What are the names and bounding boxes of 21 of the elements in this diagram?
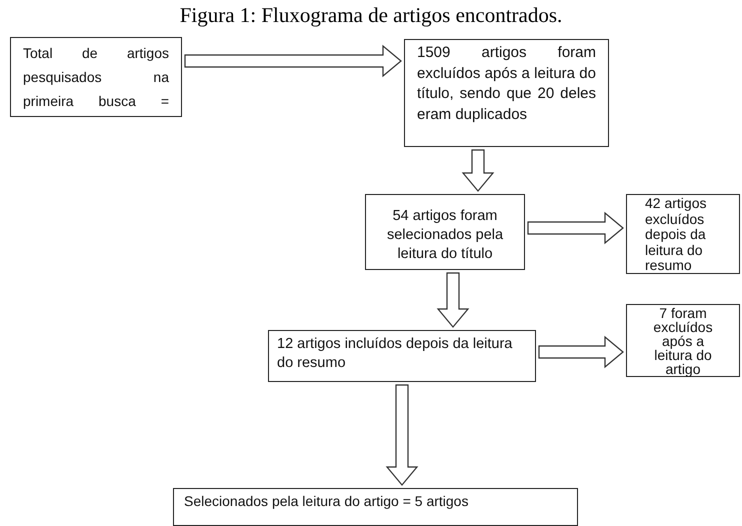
figure-title: Figura 1: Fluxograma de artigos encontrados. — [178, 2, 564, 28]
block-arrow — [386, 384, 418, 486]
process-box — [173, 488, 578, 526]
block-arrow — [184, 44, 402, 78]
block-arrow — [538, 336, 624, 368]
box-text: Total de artigos pesquisados na primeira busca = — [23, 44, 169, 111]
block-arrow — [462, 149, 494, 192]
process-box — [268, 330, 536, 382]
process-box — [626, 304, 740, 377]
process-box — [626, 194, 740, 274]
box-text: 12 artigos incluídos depois da leitura do resumo — [277, 335, 514, 373]
box-text: 54 artigos foram selecionados pela leitura do título — [386, 207, 504, 264]
box-text: 7 foram excluídos após a leitura do artigo — [652, 306, 714, 376]
box-text: 1509 artigos foram excluídos após a leitura do título, sendo que 20 deles eram duplicados — [417, 43, 596, 124]
process-box — [404, 39, 609, 147]
box-text: 42 artigos excluídos depois da leitura do resumo — [645, 196, 708, 274]
process-box — [365, 194, 525, 270]
block-arrow — [527, 212, 624, 244]
block-arrow — [436, 272, 470, 328]
process-box — [10, 37, 182, 117]
box-text: Selecionados pela leitura do artigo = 5 artigos — [184, 492, 470, 511]
